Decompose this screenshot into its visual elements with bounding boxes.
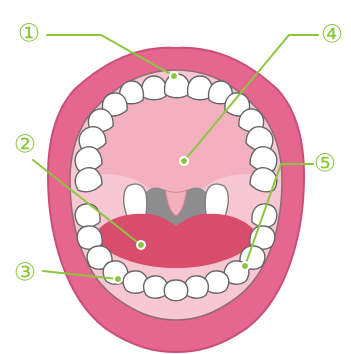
callout-dot-3 [114,275,122,283]
lower-tooth-13 [164,280,187,301]
callout-label-1: ① [18,19,40,48]
upper-tooth-14 [75,168,102,192]
upper-tooth-1 [142,76,167,100]
lower-tooth-2 [252,204,277,227]
callout-dot-4 [180,157,188,165]
callout-label-2: ② [14,130,36,159]
callout-dot-2 [137,241,145,249]
callout-dot-1 [170,72,178,80]
callout-label-3: ③ [14,258,36,287]
callout-label-5: ⑤ [314,149,336,178]
callout-label-4: ④ [321,20,343,49]
callout-dot-5 [241,262,249,270]
lower-tooth-1 [75,204,100,227]
